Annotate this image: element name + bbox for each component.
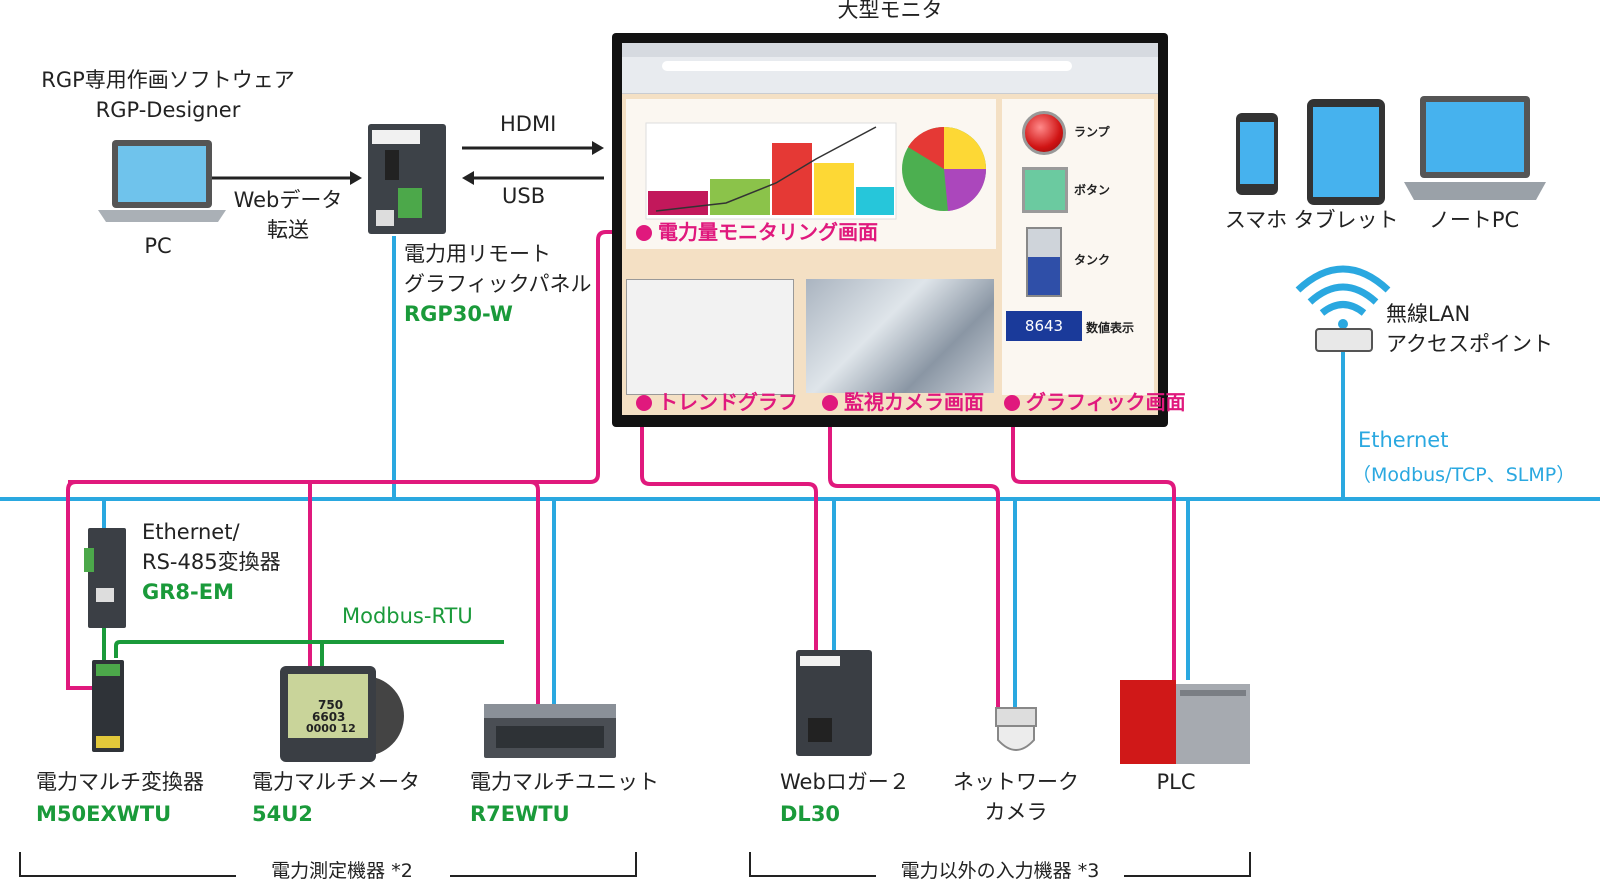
usb-label: USB [502,184,546,208]
notebook-icon [1404,96,1546,200]
plc-name: PLC [1156,770,1196,794]
smartphone-label: スマホ [1224,208,1288,232]
camera-thumbnail [806,279,994,393]
rgp-line1: 電力用リモート [404,242,551,266]
dl30-model: DL30 [780,802,841,826]
pink-link-trend [640,402,818,650]
converter-line2: RS-485変換器 [142,550,281,574]
pink-link-graphic [1011,402,1176,682]
pink-link-camera [828,402,1000,710]
meter-reading-1: 750 [318,698,344,712]
pink-link-power-monitoring [66,230,640,690]
group-other-input: 電力以外の入力機器 *3 [900,860,1100,882]
label-camera: 監視カメラ画面 [822,386,984,415]
button-label: ボタン [1074,183,1111,197]
bracket-power-measurement [19,852,236,877]
converter-line1: Ethernet/ [142,520,240,544]
rgp-model: RGP30-W [404,302,513,326]
m50exwtu-device-icon [92,660,124,752]
power-monitoring-panel [626,99,996,249]
dl30-name: Webロガー２ [780,770,910,794]
graphic-panel: ランプ ボタン タンク 8643 数値表示 [1002,99,1154,395]
rgp-line2: グラフィックパネル [404,272,592,296]
r7-name: 電力マルチユニット [470,770,659,794]
software-line2: RGP-Designer [95,98,241,122]
tank-icon [1026,227,1062,297]
label-graphic: グラフィック画面 [1004,386,1186,415]
54u2-meter-icon [280,666,404,762]
wifi-icon [1295,265,1391,352]
wlan-line1: 無線LAN [1386,302,1471,326]
lamp-label: ランプ [1074,125,1110,139]
monitor-title: 大型モニタ [837,0,943,22]
tank-label: タンク [1074,253,1111,267]
numeric-display: 8643 [1006,311,1082,341]
ethernet-label: Ethernet [1358,428,1449,452]
label-trend-graph: トレンドグラフ [636,386,798,415]
software-line1: RGP専用作画ソフトウェア [41,68,295,92]
m50-model: M50EXWTU [36,802,172,826]
numeric-label: 数値表示 [1086,321,1135,335]
hdmi-label: HDMI [500,112,557,136]
r7-model: R7EWTU [470,802,570,826]
meter-reading-2: 6603 [312,710,346,724]
plc-device-icon [1120,680,1250,764]
network-camera-icon [995,707,1037,751]
tablet-label: タブレット [1293,208,1399,232]
54u2-name: 電力マルチメータ [252,770,420,794]
modbus-rtu-label: Modbus-RTU [342,604,473,628]
bracket-other-input [749,852,876,877]
pc-label: PC [144,234,172,258]
converter-model: GR8-EM [142,580,234,604]
pc-laptop-icon [98,140,226,222]
browser-chrome [622,43,1158,94]
54u2-model: 54U2 [252,802,313,826]
button-icon [1022,167,1068,213]
group-power-measurement: 電力測定機器 *2 [271,860,413,882]
wlan-line2: アクセスポイント [1386,332,1553,356]
large-monitor: ランプ ボタン タンク 8643 数値表示 [612,33,1168,427]
r7ewtu-device-icon [484,704,616,758]
meter-reading-3: 0000 12 [306,722,356,735]
web-transfer-line1: Webデータ [233,188,343,212]
netcam-name-line2: カメラ [984,800,1048,824]
trend-graph-thumbnail [626,279,794,395]
lamp-icon [1022,111,1066,155]
dl30-device-icon [796,650,872,756]
smartphone-icon [1236,113,1278,195]
web-transfer-line2: 転送 [267,218,309,242]
tablet-icon [1307,99,1385,205]
label-power-monitoring: 電力量モニタリング画面 [636,216,878,245]
monitor-screen: ランプ ボタン タンク 8643 数値表示 [622,43,1158,415]
notebook-label: ノートPC [1428,208,1520,232]
m50-name: 電力マルチ変換器 [36,770,204,794]
gr8em-device-icon [84,528,126,628]
netcam-name-line1: ネットワーク [953,770,1079,794]
bar-chart-thumbnail [645,122,987,220]
rgp30w-device-icon [368,124,446,234]
ethernet-protocols: （Modbus/TCP、SLMP） [1352,464,1576,486]
